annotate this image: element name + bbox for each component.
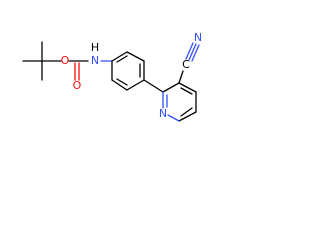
nitrile-group — [178, 42, 200, 84]
pyridine-nitrogen-label: N — [159, 107, 167, 120]
amide-nitrogen-label: N — [91, 54, 99, 67]
nitrile-triple-2 — [191, 44, 200, 62]
pyr-inner-double-1 — [180, 87, 193, 95]
pyr-bond-c5-c6 — [178, 111, 197, 122]
nitrile-nitrogen-label: N — [194, 31, 202, 44]
nitrile-triple-3 — [185, 42, 194, 60]
ring-bond-1 — [111, 51, 128, 62]
pyridine-ring — [162, 82, 197, 122]
ring-bond-4 — [126, 79, 145, 91]
pyr-bond-c3-c4 — [178, 82, 197, 93]
bond-phenyl-to-pyridine — [143, 79, 164, 93]
chemical-structure: O O N H C N N — [22, 31, 202, 122]
nitrile-triple-1 — [188, 43, 197, 61]
nitrile-carbon-label: C — [182, 58, 190, 71]
tert-butyl-group — [22, 41, 62, 81]
pyr-bond-c2-c3 — [162, 82, 180, 93]
amide-hydrogen-label: H — [91, 41, 99, 54]
carbamate-group — [68, 60, 113, 81]
ring-inner-double-3 — [116, 78, 128, 86]
pyr-inner-double-2 — [180, 107, 193, 117]
ring-bond-5 — [111, 79, 128, 91]
bond-ring-to-nitrile-c — [178, 70, 184, 84]
ester-oxygen-label: O — [61, 54, 70, 67]
phenylene-ring — [111, 51, 145, 91]
ring-bond-2 — [126, 51, 145, 62]
pyr-bond-c6-n — [167, 114, 180, 122]
carbonyl-oxygen-label: O — [73, 79, 82, 92]
ring-inner-double-1 — [116, 55, 128, 63]
